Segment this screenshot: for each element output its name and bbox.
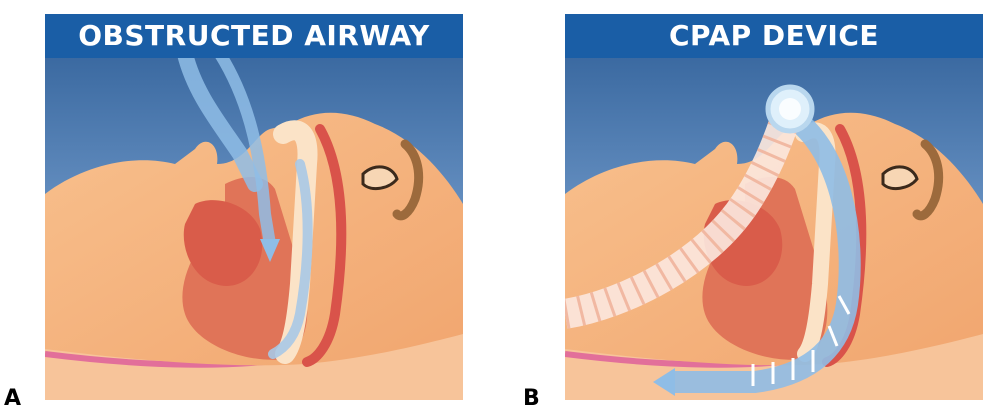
panel-b-label: B	[523, 386, 540, 412]
panel-cpap-device: CPAP DEVICE	[565, 14, 983, 400]
panel-a-label: A	[4, 386, 21, 412]
cpap-device-illustration	[565, 14, 983, 400]
panel-b-title: CPAP DEVICE	[565, 14, 983, 58]
obstructed-airway-illustration	[45, 14, 463, 400]
closed-eye	[883, 167, 917, 189]
cpap-mask-center	[779, 98, 801, 120]
panel-a-title: OBSTRUCTED AIRWAY	[45, 14, 463, 58]
closed-eye	[363, 167, 397, 189]
panel-obstructed-airway: OBSTRUCTED AIRWAY	[45, 14, 463, 400]
